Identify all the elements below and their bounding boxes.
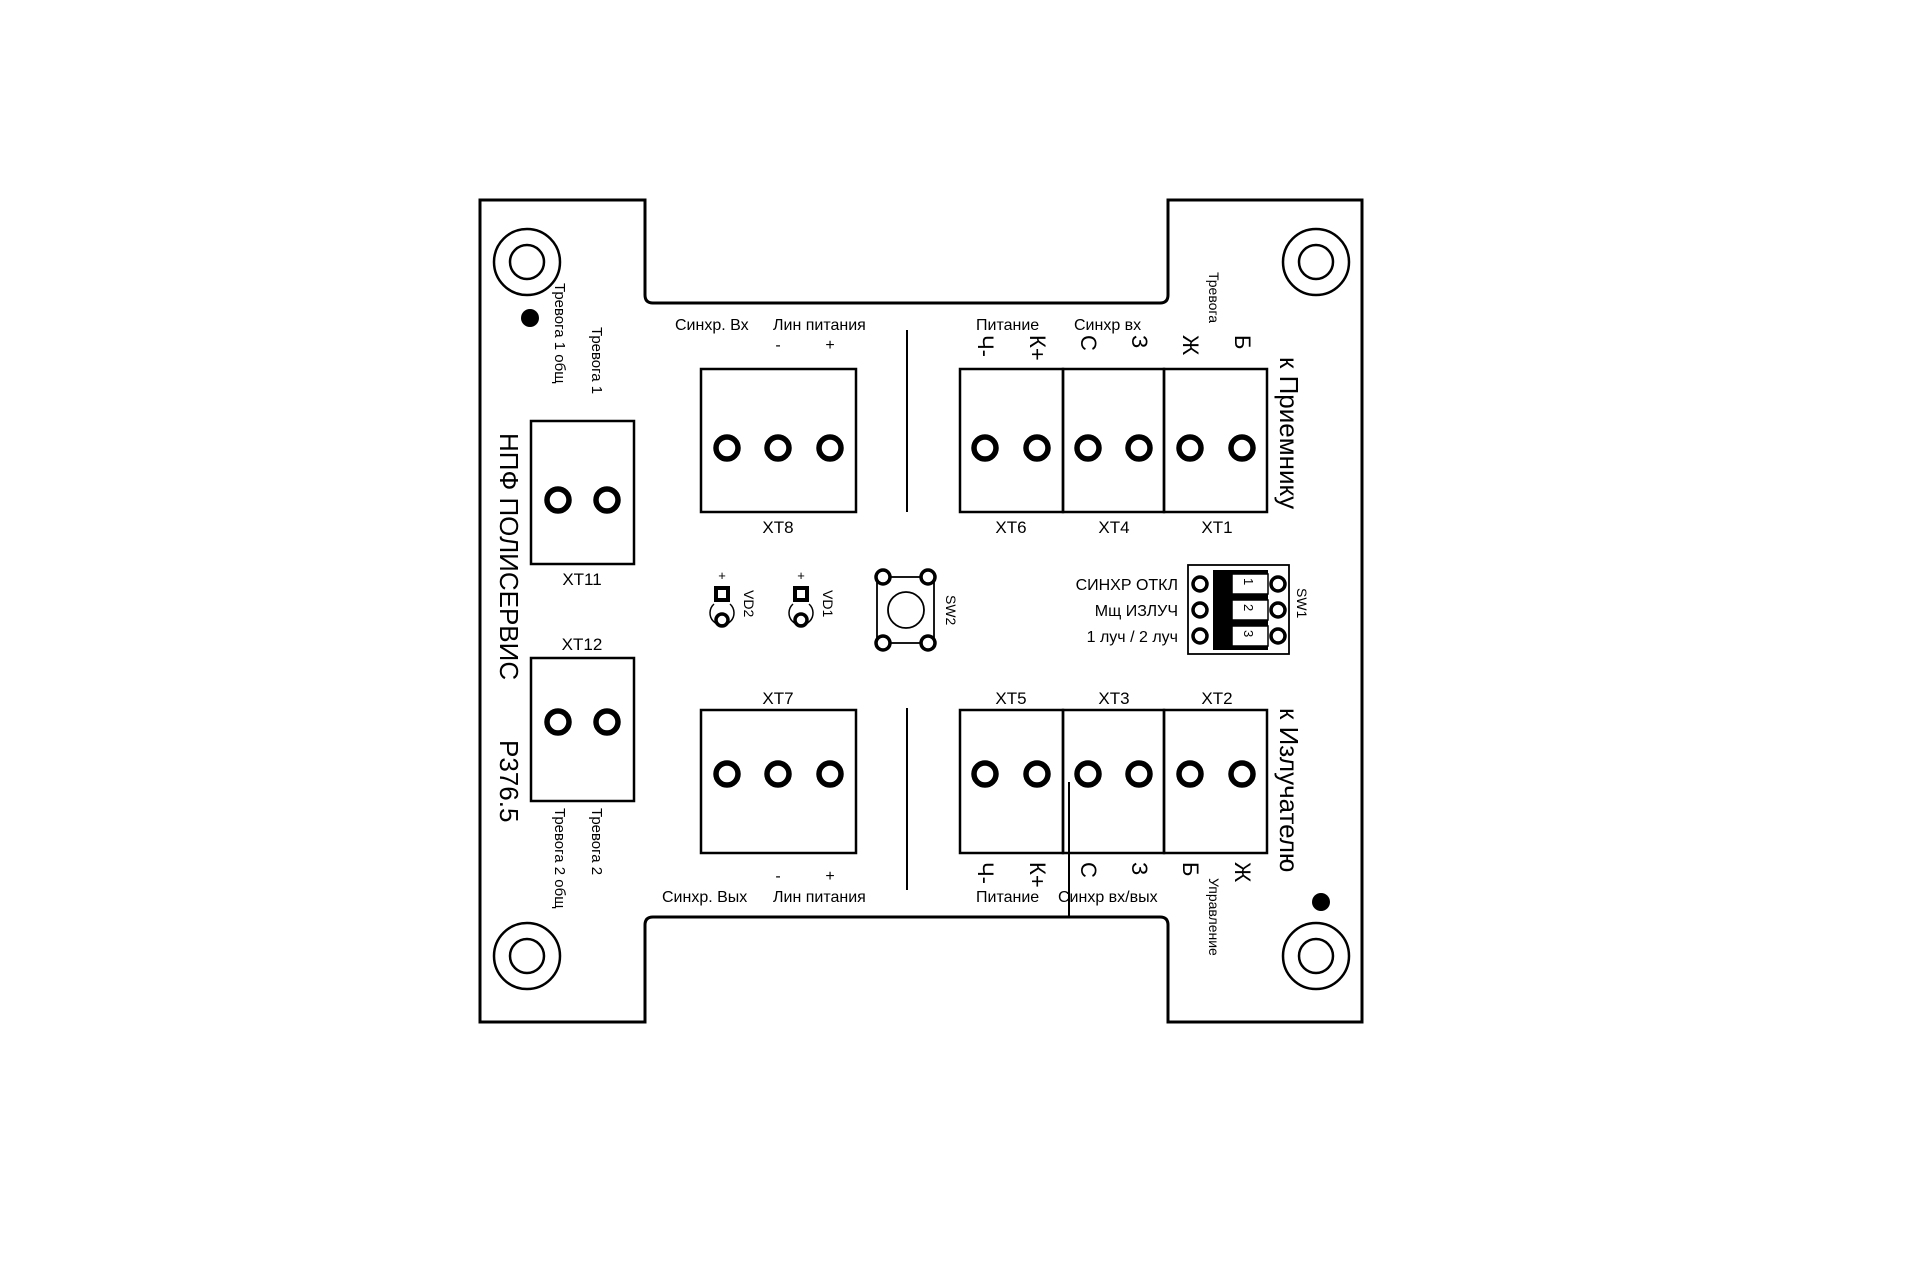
xt7-plus: + <box>825 868 834 885</box>
sw1-label: SW1 <box>1294 588 1310 619</box>
sw1-opt2-label: Мщ ИЗЛУЧ <box>1095 603 1178 620</box>
board-outline <box>478 198 1364 1024</box>
xt7-minus: - <box>775 868 780 885</box>
xt6-label: XT6 <box>995 518 1026 537</box>
xt7-label: XT7 <box>762 689 793 708</box>
xt12-label: XT12 <box>562 635 603 654</box>
power-bottom-label: Питание <box>976 889 1039 906</box>
xt4-label: XT4 <box>1098 518 1129 537</box>
pushbutton-sw2 <box>874 568 937 652</box>
vd2-plus: + <box>718 568 726 583</box>
xt2-label: XT2 <box>1201 689 1232 708</box>
pin-s-top: С <box>1076 335 1101 351</box>
pin-k-plus-top: К+ <box>1025 335 1050 361</box>
led-vd1 <box>788 586 814 628</box>
vd1-label: VD1 <box>820 590 836 617</box>
fiducial-dot-bottom <box>1312 893 1330 911</box>
terminal-block-xt6 <box>958 367 1065 514</box>
pin-b-bottom: Б <box>1178 862 1203 876</box>
sync-in-top-label: Синхр вх <box>1074 317 1141 334</box>
terminal-block-xt2 <box>1162 708 1269 855</box>
vd2-label: VD2 <box>741 590 757 617</box>
terminal-block-xt1 <box>1162 367 1269 514</box>
vd1-plus: + <box>797 568 805 583</box>
control-label: Управление <box>1206 878 1222 956</box>
xt8-minus: - <box>775 337 780 354</box>
sw1-opt1-label: СИНХР ОТКЛ <box>1076 577 1178 594</box>
terminal-block-xt3 <box>1061 708 1166 855</box>
line-power-bottom-label: Лин питания <box>773 889 866 906</box>
alarm-top-label: Тревога <box>1206 272 1222 323</box>
xt8-label: XT8 <box>762 518 793 537</box>
sw1-opt3-label: 1 луч / 2 луч <box>1087 629 1178 646</box>
sync-inout-bottom-label: Синхр вх/вых <box>1058 889 1158 906</box>
trevoga1-common-label: Тревога 1 общ <box>551 283 568 384</box>
mounting-hole-bottom-left <box>492 921 562 991</box>
pin-ch-minus-bottom: Ч- <box>973 862 998 884</box>
terminal-block-xt8 <box>699 367 858 514</box>
dip-switch-sw1 <box>1187 564 1290 655</box>
xt3-label: XT3 <box>1098 689 1129 708</box>
fiducial-dot-top <box>521 309 539 327</box>
mounting-hole-bottom-right <box>1281 921 1351 991</box>
pin-z-bottom: З <box>1127 862 1152 875</box>
terminal-block-xt5 <box>958 708 1065 855</box>
trevoga2-common-label: Тревога 2 общ <box>551 808 568 909</box>
trevoga2-label: Тревога 2 <box>588 808 605 875</box>
xt8-plus: + <box>825 337 834 354</box>
pin-z-top: З <box>1127 335 1152 348</box>
sync-in-label: Синхр. Вх <box>675 317 749 334</box>
to-emitter-label: к Излучателю <box>1274 708 1304 872</box>
power-top-label: Питание <box>976 317 1039 334</box>
to-receiver-label: к Приемнику <box>1274 357 1304 509</box>
pin-b-top: Б <box>1230 335 1255 349</box>
terminal-block-xt12 <box>529 656 636 803</box>
trevoga1-label: Тревога 1 <box>588 327 605 394</box>
led-vd2 <box>709 586 735 628</box>
mounting-hole-top-right <box>1281 227 1351 297</box>
mounting-hole-top-left <box>492 227 562 297</box>
sw1-num-3: 3 <box>1241 630 1256 637</box>
manufacturer-label: НПФ ПОЛИСЕРВИС <box>494 433 524 680</box>
xt11-label: XT11 <box>562 570 601 589</box>
terminal-block-xt11 <box>529 419 636 566</box>
xt5-label: XT5 <box>995 689 1026 708</box>
pin-ch-minus-top: Ч- <box>973 335 998 357</box>
terminal-block-xt4 <box>1061 367 1166 514</box>
sync-out-label: Синхр. Вых <box>662 889 747 906</box>
sw2-label: SW2 <box>943 595 959 626</box>
sw1-num-1: 1 <box>1241 578 1256 585</box>
pin-zh-top: Ж <box>1178 335 1203 356</box>
pin-k-plus-bottom: К+ <box>1025 862 1050 888</box>
pin-s-bottom: С <box>1076 862 1101 878</box>
xt1-label: XT1 <box>1201 518 1232 537</box>
pin-zh-bottom: Ж <box>1230 862 1255 883</box>
sw1-num-2: 2 <box>1241 604 1256 611</box>
line-power-top-label: Лин питания <box>773 317 866 334</box>
terminal-block-xt7 <box>699 708 858 855</box>
model-label: Р376.5 <box>494 740 524 822</box>
